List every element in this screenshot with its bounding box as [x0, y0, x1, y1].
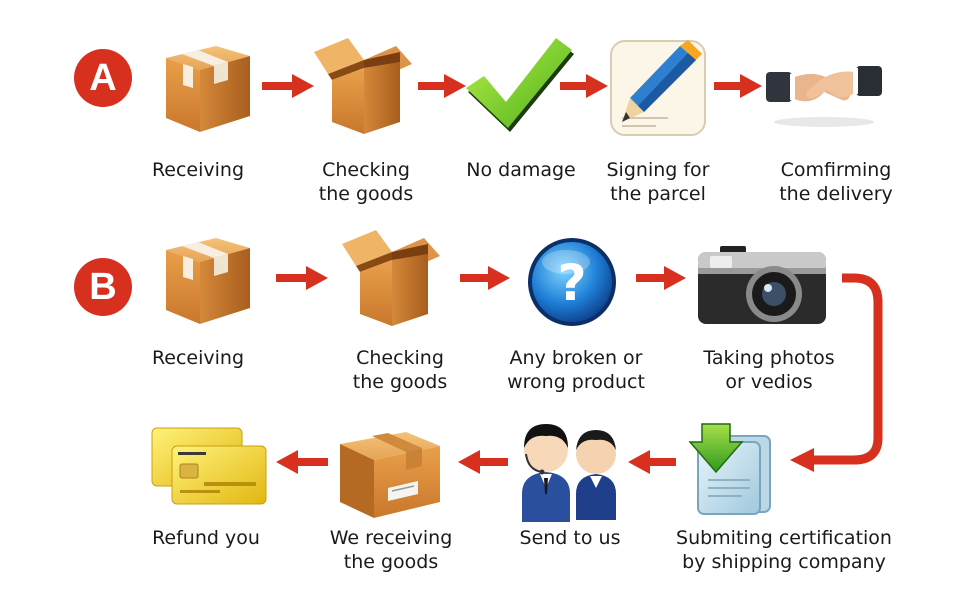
flow-a-step-3-label: No damage [466, 159, 576, 181]
open-box-icon [336, 222, 446, 330]
sealed-box-icon [334, 418, 446, 522]
credit-card-icon [150, 426, 268, 506]
flow-b-step-6-label: Send to us [519, 527, 621, 549]
flow-a-arrow-3 [560, 74, 608, 98]
handshake-icon [764, 52, 884, 132]
flow-b-step-1-label: Receiving [151, 347, 245, 369]
flow-b-step-8-label: Refund you [152, 527, 260, 549]
closed-box-icon [158, 36, 256, 136]
flow-b-badge: B [74, 258, 132, 316]
question-mark-icon: ? [526, 236, 618, 328]
flow-a-arrow-1 [262, 74, 314, 98]
flow-b-arrow-4 [628, 450, 676, 474]
flow-a-step-1-label: Receiving [151, 159, 245, 181]
camera-icon [694, 242, 830, 328]
checkmark-icon [462, 36, 578, 136]
support-agents-icon [514, 414, 626, 522]
flow-b-arrow-3 [636, 266, 686, 290]
svg-text:?: ? [557, 254, 586, 312]
flow-b-arrow-1 [276, 266, 328, 290]
flow-b-curved-arrow [790, 273, 883, 472]
download-document-icon [686, 420, 776, 516]
pencil-paper-icon [608, 38, 708, 138]
flow-b-arrow-2 [460, 266, 510, 290]
flow-a-arrow-4 [714, 74, 762, 98]
open-box-icon [308, 30, 418, 138]
closed-box-icon [158, 228, 256, 328]
flow-b-arrow-5 [458, 450, 508, 474]
flow-a-badge: A [74, 49, 132, 107]
flow-b-arrow-6 [276, 450, 328, 474]
flow-a-arrow-2 [418, 74, 466, 98]
